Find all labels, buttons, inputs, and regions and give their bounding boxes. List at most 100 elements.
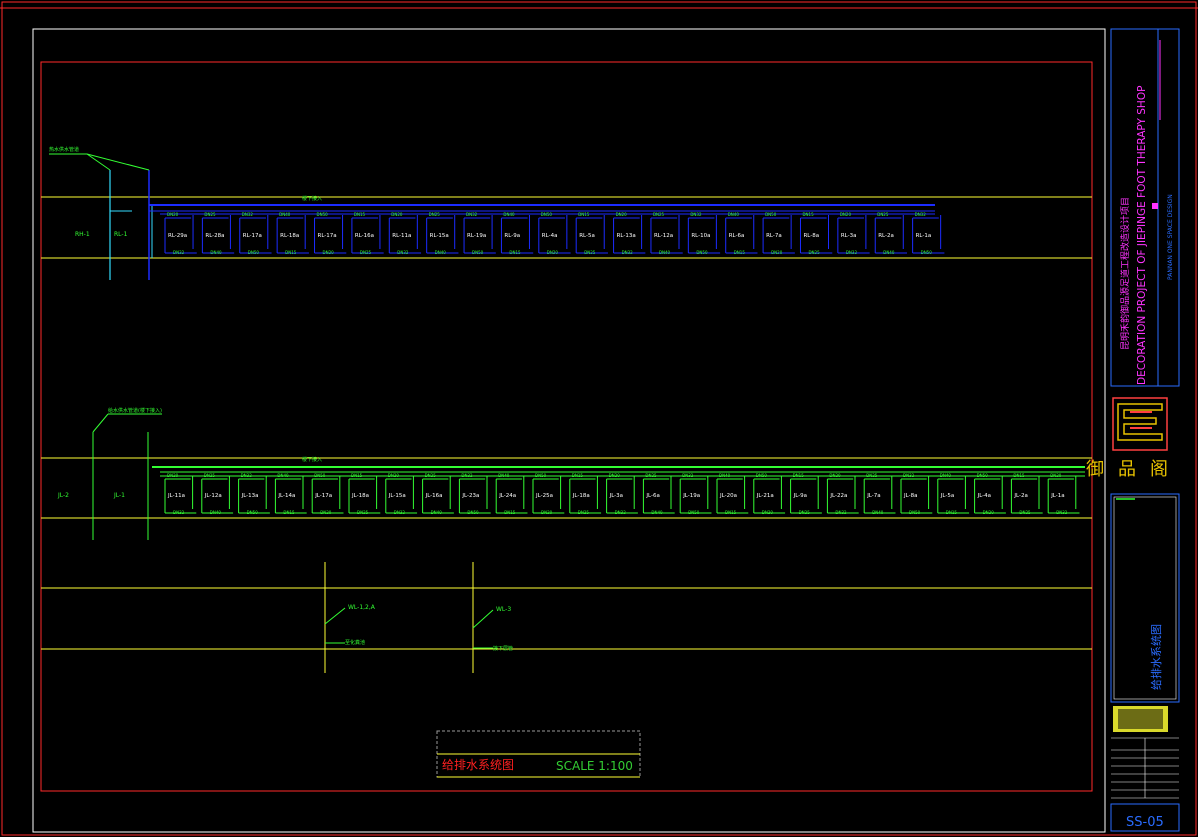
- rl-pipe-size: DN40: [659, 250, 671, 255]
- jl-branch-label: JL-11a: [167, 493, 185, 499]
- jl-pipe-size: DN32: [682, 473, 694, 478]
- rl-pipe-size: DN50: [472, 250, 484, 255]
- jl-riser-label-1: JL-1: [113, 492, 125, 499]
- jl-pipe-size: DN50: [314, 473, 326, 478]
- rl-pipe-size: DN32: [397, 250, 409, 255]
- rl-pipe-size: DN20: [547, 250, 559, 255]
- jl-pipe-size: DN32: [241, 473, 253, 478]
- jl-pipe-size: DN20: [167, 473, 179, 478]
- notes-block: [1113, 706, 1168, 732]
- jl-risers: 给水供水管道(楼下接入) 楼下接入: [92, 407, 1085, 540]
- jl-pipe-size: DN25: [204, 473, 216, 478]
- jl-pipe-size: DN50: [977, 473, 989, 478]
- svg-text:给水供水管道(楼下接入): 给水供水管道(楼下接入): [108, 407, 162, 414]
- jl-branch-label: JL-1a: [1050, 493, 1064, 499]
- rl-pipe-size: DN50: [921, 250, 933, 255]
- svg-text:至化粪池: 至化粪池: [345, 639, 365, 646]
- jl-pipe-size: DN32: [461, 473, 473, 478]
- rl-pipe-size: DN32: [466, 212, 478, 217]
- rl-pipe-size: DN40: [503, 212, 515, 217]
- rl-pipe-size: DN40: [728, 212, 740, 217]
- rl-branch-label: RL-17a: [243, 233, 262, 239]
- rl-pipe-size: DN25: [204, 212, 216, 217]
- rl-pipe-size: DN50: [317, 212, 329, 217]
- rl-pipe-size: DN20: [391, 212, 403, 217]
- jl-branch-label: JL-4a: [977, 493, 991, 499]
- rl-pipe-size: DN50: [696, 250, 708, 255]
- jl-branch-label: JL-20a: [719, 493, 737, 499]
- caption-scale: SCALE 1:100: [556, 759, 633, 773]
- jl-branch-group: JL-11aDN20DN32JL-12aDN25DN40JL-13aDN32DN…: [164, 473, 1080, 515]
- rl-pipe-size: DN15: [734, 250, 746, 255]
- jl-branch-label: JL-9a: [793, 493, 807, 499]
- jl-pipe-size: DN20: [609, 473, 621, 478]
- sign-table: [1111, 737, 1179, 799]
- rl-riser-label-rl: RL-1: [114, 231, 128, 238]
- jl-branch-label: JL-15a: [388, 493, 406, 499]
- jl-riser-label-2: JL-2: [57, 492, 69, 499]
- rl-branch-label: RL-19a: [467, 233, 486, 239]
- jl-pipe-size: DN40: [940, 473, 952, 478]
- caption-title: 给排水系统图: [442, 758, 514, 772]
- jl-branch-label: JL-7a: [866, 493, 880, 499]
- rl-branch-label: RL-29a: [168, 233, 187, 239]
- jl-branch-label: JL-6a: [645, 493, 659, 499]
- jl-branch-label: JL-12a: [204, 493, 222, 499]
- rl-pipe-size: DN32: [915, 212, 927, 217]
- svg-text:楼下接入: 楼下接入: [302, 456, 322, 463]
- jl-pipe-size: DN32: [835, 510, 847, 515]
- sheet-no-box: [1110, 803, 1180, 832]
- jl-pipe-size: DN25: [645, 473, 657, 478]
- jl-branch-label: JL-19a: [682, 493, 700, 499]
- rl-branch-label: RL-18a: [280, 233, 299, 239]
- jl-pipe-size: DN50: [756, 473, 768, 478]
- rl-branch-label: RL-15a: [430, 233, 449, 239]
- rl-pipe-size: DN32: [690, 212, 702, 217]
- jl-pipe-size: DN15: [504, 510, 516, 515]
- jl-pipe-size: DN32: [615, 510, 627, 515]
- jl-branch-label: JL-24a: [498, 493, 516, 499]
- jl-pipe-size: DN50: [688, 510, 700, 515]
- jl-pipe-size: DN25: [1019, 510, 1031, 515]
- jl-pipe-size: DN32: [173, 510, 185, 515]
- rl-branch-label: RL-12a: [654, 233, 673, 239]
- jl-pipe-size: DN50: [467, 510, 479, 515]
- wl-label-1: WL-1,2,A: [348, 604, 376, 611]
- jl-pipe-size: DN25: [866, 473, 878, 478]
- jl-pipe-size: DN50: [535, 473, 547, 478]
- jl-pipe-size: DN20: [320, 510, 332, 515]
- guide-lines: [41, 196, 1092, 650]
- jl-branch-label: JL-17a: [314, 493, 332, 499]
- jl-pipe-size: DN15: [351, 473, 363, 478]
- rl-branch-label: RL-17a: [318, 233, 337, 239]
- rl-pipe-size: DN40: [279, 212, 291, 217]
- jl-pipe-size: DN25: [578, 510, 590, 515]
- title-panel-top: [1110, 28, 1180, 387]
- jl-pipe-size: DN15: [946, 510, 958, 515]
- rl-pipe-size: DN32: [173, 250, 185, 255]
- jl-pipe-size: DN40: [719, 473, 731, 478]
- jl-branch-label: JL-18a: [572, 493, 590, 499]
- rl-pipe-size: DN20: [840, 212, 852, 217]
- jl-pipe-size: DN15: [793, 473, 805, 478]
- wl-risers: 至化粪池 接下层管: [324, 562, 513, 673]
- wl-label-3: WL-3: [496, 606, 511, 613]
- rl-pipe-size: DN40: [210, 250, 222, 255]
- rl-pipe-size: DN15: [285, 250, 297, 255]
- rl-pipe-size: DN20: [167, 212, 179, 217]
- rl-riser-label-rh: RH-1: [75, 231, 90, 238]
- rl-pipe-size: DN50: [248, 250, 260, 255]
- jl-pipe-size: DN32: [394, 510, 406, 515]
- rl-pipe-size: DN32: [622, 250, 634, 255]
- jl-branch-label: JL-8a: [903, 493, 917, 499]
- jl-branch-label: JL-25a: [535, 493, 553, 499]
- rl-pipe-size: DN32: [242, 212, 254, 217]
- jl-branch-label: JL-22a: [829, 493, 847, 499]
- jl-branch-label: JL-18a: [351, 493, 369, 499]
- drawing-frame: [32, 28, 1106, 833]
- rl-pipe-size: DN25: [808, 250, 820, 255]
- jl-pipe-size: DN15: [1013, 473, 1025, 478]
- jl-branch-label: JL-21a: [756, 493, 774, 499]
- rl-branch-label: RL-5a: [579, 233, 595, 239]
